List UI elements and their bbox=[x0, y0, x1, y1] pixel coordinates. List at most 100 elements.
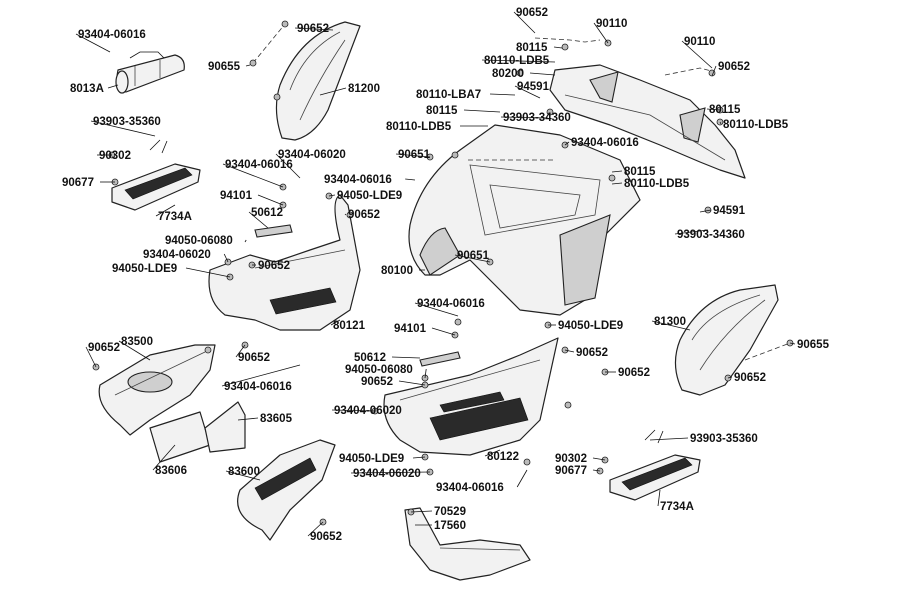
part-number-label: 93404-06016 bbox=[224, 381, 292, 393]
leader-line bbox=[152, 444, 176, 471]
part-number-label: 93404-06020 bbox=[334, 405, 402, 417]
part-number-label: 90677 bbox=[555, 465, 587, 477]
part-number-label: 80115 bbox=[426, 105, 458, 117]
leader-line bbox=[454, 254, 491, 263]
part-number-label: 90652 bbox=[348, 209, 380, 221]
part-number-label: 94591 bbox=[713, 205, 746, 217]
part-number-label: 93404-06016 bbox=[436, 482, 504, 494]
part-number-label: 80100 bbox=[381, 265, 413, 277]
part-number-label: 94101 bbox=[394, 323, 427, 335]
part-number-label: 90652 bbox=[297, 23, 329, 35]
part-number-label: 81300 bbox=[654, 316, 686, 328]
part-number-label: 90652 bbox=[516, 7, 548, 19]
leader-line bbox=[500, 116, 549, 119]
part-number-label: 83606 bbox=[155, 465, 187, 477]
part-number-label: 83500 bbox=[121, 336, 153, 348]
part-number-label: 90110 bbox=[684, 36, 715, 48]
leader-line bbox=[237, 417, 259, 421]
part-number-label: 90652 bbox=[734, 372, 766, 384]
leader-line bbox=[649, 437, 689, 441]
part-number-label: 93903-35360 bbox=[690, 433, 758, 445]
leader-line bbox=[414, 302, 459, 317]
part-number-label: 90651 bbox=[457, 250, 490, 262]
leader-line bbox=[516, 469, 528, 488]
part-number-label: 90652 bbox=[310, 531, 342, 543]
part-number-label: 81200 bbox=[348, 83, 380, 95]
leader-line bbox=[681, 40, 713, 69]
footrest-7734a-left bbox=[111, 139, 201, 211]
part-number-label: 90302 bbox=[555, 453, 587, 465]
part-number-label: 90110 bbox=[596, 18, 627, 30]
part-number-labels: 93404-06016 8013A 90655 90652 81200 90652 9011… bbox=[62, 7, 830, 543]
plate-83606 bbox=[149, 411, 211, 463]
leader-line bbox=[395, 153, 431, 158]
leader-line bbox=[553, 46, 563, 49]
leader-line bbox=[593, 22, 609, 44]
leader-line bbox=[225, 470, 261, 481]
part-number-label: 94591 bbox=[517, 81, 550, 93]
part-number-label: 90652 bbox=[88, 342, 120, 354]
part-number-label: 50612 bbox=[251, 207, 283, 219]
leader-line bbox=[564, 141, 570, 146]
part-number-label: 93404-06016 bbox=[78, 29, 146, 41]
part-number-label: 7734A bbox=[158, 211, 192, 223]
mud-guard-83600 bbox=[237, 439, 336, 541]
part-number-label: 93404-06016 bbox=[571, 137, 639, 149]
leader-line bbox=[107, 84, 119, 89]
leader-line bbox=[118, 340, 151, 361]
leader-line bbox=[90, 120, 156, 137]
leader-line bbox=[424, 368, 427, 379]
leader-line bbox=[331, 409, 376, 412]
leader-line bbox=[391, 356, 421, 359]
side-panel-83500 bbox=[98, 344, 216, 436]
rear-fender-81300 bbox=[674, 284, 794, 396]
part-number-label: 94050-06080 bbox=[165, 235, 233, 247]
part-number-label: 93404-06020 bbox=[353, 468, 421, 480]
leader-line bbox=[463, 109, 501, 113]
leader-line bbox=[481, 59, 556, 63]
part-number-label: 90652 bbox=[238, 352, 270, 364]
part-number-label: 80110-LDB5 bbox=[386, 121, 452, 133]
part-number-label: 8013A bbox=[70, 83, 104, 95]
leader-line bbox=[235, 344, 246, 358]
part-number-label: 80200 bbox=[492, 68, 524, 80]
leader-line bbox=[223, 253, 229, 263]
part-number-label: 80110-LDB5 bbox=[723, 119, 789, 131]
part-number-label: 93404-06020 bbox=[143, 249, 211, 261]
part-number-label: 93404-06020 bbox=[278, 149, 346, 161]
leader-line bbox=[711, 65, 717, 77]
leader-line bbox=[344, 213, 347, 216]
part-number-label: 90652 bbox=[576, 347, 608, 359]
part-number-label: 7734A bbox=[660, 501, 694, 513]
leader-line bbox=[319, 87, 347, 96]
leader-line bbox=[248, 211, 269, 229]
part-number-label: 90652 bbox=[618, 367, 650, 379]
leader-line bbox=[257, 194, 284, 206]
part-number-label: 83605 bbox=[260, 413, 293, 425]
part-number-label: 94050-LDE9 bbox=[112, 263, 177, 275]
leader-line bbox=[699, 209, 712, 213]
part-number-label: 90651 bbox=[398, 149, 431, 161]
leader-line bbox=[221, 364, 301, 387]
part-number-label: 17560 bbox=[434, 520, 466, 532]
leader-line bbox=[244, 239, 247, 243]
part-number-label: 50612 bbox=[354, 352, 386, 364]
leader-line bbox=[789, 342, 796, 345]
part-number-label: 90652 bbox=[718, 61, 750, 73]
leader-line bbox=[719, 121, 722, 125]
leader-line bbox=[651, 320, 691, 331]
left-footwell-80121 bbox=[208, 194, 361, 331]
part-number-label: 90655 bbox=[208, 61, 241, 73]
part-number-label: 90677 bbox=[62, 177, 94, 189]
part-number-label: 83600 bbox=[228, 466, 260, 478]
part-number-label: 70529 bbox=[434, 506, 466, 518]
part-number-label: 93404-06016 bbox=[324, 174, 392, 186]
leader-line bbox=[398, 380, 426, 386]
leader-line bbox=[431, 327, 456, 336]
right-footwell-80122 bbox=[383, 337, 559, 456]
leader-line bbox=[185, 267, 231, 278]
leader-line bbox=[245, 64, 251, 67]
leader-line bbox=[592, 457, 606, 461]
part-number-label: 80110-LBA7 bbox=[416, 89, 481, 101]
